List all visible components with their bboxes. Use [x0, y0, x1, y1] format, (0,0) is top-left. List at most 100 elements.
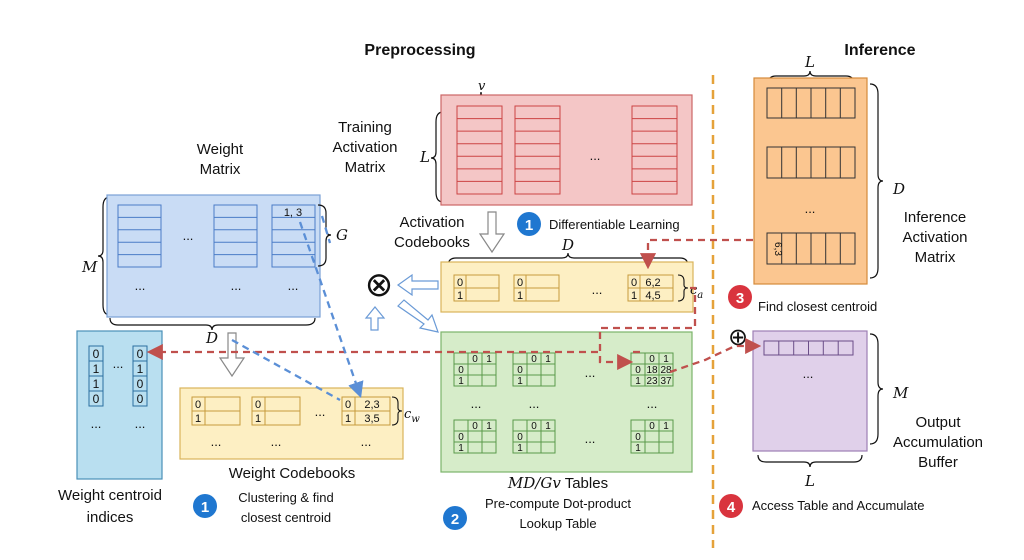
t6-col0: 0: [649, 421, 655, 432]
step-4-badge: [719, 494, 743, 518]
t4-col0: 0: [472, 421, 478, 432]
output-accumulation-buffer: ⊕ ... M Output Accumulation Buffer L: [728, 324, 983, 490]
step-1-learning: 1 Differentiable Learning: [517, 212, 680, 236]
w-cb3-idx0: 0: [345, 399, 351, 411]
weight-cluster-link: [231, 338, 341, 402]
indices-box: [76, 330, 163, 480]
weight-codebook-grids: [191, 396, 391, 426]
act-cb3-idx0: 0: [631, 277, 637, 289]
inference-dim-L: L: [804, 53, 815, 71]
step-3-text: Find closest centroid: [758, 299, 877, 314]
t5-row0: 0: [517, 432, 523, 443]
act-codebooks-brace-D: [447, 252, 689, 267]
inference-heading: Inference: [844, 42, 915, 59]
t4-row0: 0: [458, 432, 464, 443]
step-3-badge: [728, 285, 752, 309]
act-codebooks-sub-a: a: [697, 290, 703, 301]
inference-brace-L: [767, 70, 855, 85]
inference-cell-value: 6,3: [772, 242, 783, 256]
training-title-line1: Training: [338, 119, 392, 136]
otimes-to-tables-arrow: [397, 299, 439, 333]
weight-to-codebook-arrow: [218, 332, 246, 378]
table-value-0: 18: [646, 365, 658, 376]
inference-title-line3: Matrix: [915, 249, 956, 266]
weight-matrix: Weight Matrix M 1, 3 ... ... ... ... G D: [81, 141, 348, 347]
weight-codebooks-sub-c: c: [404, 407, 412, 422]
act-cb3-idx1: 1: [631, 290, 637, 302]
t6-col1: 1: [663, 421, 669, 432]
step-1-learning-text: Differentiable Learning: [549, 217, 680, 232]
t1-col0: 0: [472, 354, 478, 365]
act-codebook-grids: [453, 274, 674, 302]
tables-ellipsis-4: ...: [529, 396, 540, 411]
weight-to-weight-codebook-arrow: [298, 221, 364, 399]
weight-brace-D: [109, 317, 316, 331]
indices-ellipsis-1: ...: [113, 356, 124, 371]
training-ellipsis: ...: [590, 148, 601, 163]
indices-ellipsis-2: ...: [91, 416, 102, 431]
t6-row0: 0: [635, 432, 641, 443]
output-title-line3: Buffer: [918, 454, 958, 471]
tables-step-line2: Lookup Table: [519, 516, 596, 531]
output-buffer-ellipsis: ...: [803, 366, 814, 381]
weight-codebooks-brace-cw: [391, 396, 403, 426]
otimes-icon: ⊗: [365, 266, 394, 304]
oplus-icon: ⊕: [728, 324, 748, 351]
idx-c2-r0: 0: [137, 347, 144, 361]
weight-brace-G: [317, 204, 332, 267]
w-cb1-idx1: 1: [195, 413, 201, 425]
act-cb1-idx0: 0: [457, 277, 463, 289]
t3-col1: 1: [663, 354, 669, 365]
w-cb2-idx0: 0: [255, 399, 261, 411]
idx-c2-r3: 0: [137, 392, 144, 406]
t1-row1: 1: [458, 376, 464, 387]
weight-dim-D: D: [205, 329, 218, 347]
t5-row1: 1: [517, 443, 523, 454]
weight-centroid-indices: 0 1 1 0 0 1 0 0 ... ... ... Weight centr…: [58, 330, 163, 526]
output-title-line2: Accumulation: [893, 434, 983, 451]
output-buffer-row: [763, 340, 854, 356]
w-cb1-idx0: 0: [195, 399, 201, 411]
idx-c2-r2: 0: [137, 377, 144, 391]
weight-columns: [117, 204, 316, 268]
tables-ellipsis-1: ...: [585, 365, 596, 380]
act-codebooks-sub-c: c: [690, 283, 698, 298]
weight-codebooks-sub: cw: [404, 407, 420, 425]
weight-cell-link: [320, 215, 332, 244]
tables-box: [440, 331, 693, 473]
w-cb2-idx1: 1: [255, 413, 261, 425]
step-1-learning-num: 1: [525, 217, 533, 234]
activation-codebooks: Activation Codebooks D 0 1 0 1 0 1 6,2 4…: [394, 214, 703, 313]
weight-ellipsis-b1: ...: [135, 278, 146, 293]
weight-brace-M: [97, 196, 111, 316]
output-dim-M: M: [892, 384, 909, 402]
weight-codebooks-ellipsis-3: ...: [271, 434, 282, 449]
step-1-clustering: 1 Clustering & find closest centroid: [193, 490, 334, 525]
weight-title-line2: Matrix: [200, 161, 241, 178]
table-value-3: 37: [660, 376, 672, 387]
act-codebooks-dim-D: D: [561, 236, 574, 254]
weight-codebook-value-1: 3,5: [364, 413, 379, 425]
t3-col0: 0: [649, 354, 655, 365]
weight-codebooks-title: Weight Codebooks: [229, 465, 355, 482]
tables-ellipsis-2: ...: [585, 431, 596, 446]
t3-row1: 1: [635, 376, 641, 387]
step-2-precompute: 2: [443, 506, 467, 530]
weight-codebooks: 0 1 0 1 0 1 2,3 3,5 ... ... ... ... cw W…: [179, 387, 420, 482]
weight-codebook-indices: 0 1 0 1 0 1: [195, 399, 351, 425]
inference-rows: [766, 87, 856, 265]
output-dim-L: L: [804, 472, 815, 490]
training-title-line3: Matrix: [345, 159, 386, 176]
act-codebooks-title-line1: Activation: [399, 214, 464, 231]
indices-values: 0 1 1 0 0 1 0 0: [93, 347, 144, 406]
tables-title-math: MD/Gv: [507, 474, 561, 492]
inference-ellipsis: ...: [805, 201, 816, 216]
t5-col1: 1: [545, 421, 551, 432]
act-cb2-idx1: 1: [517, 290, 523, 302]
tables-ellipsis-5: ...: [647, 396, 658, 411]
act-codebook-value-0: 6,2: [645, 277, 660, 289]
inference-title-line1: Inference: [904, 209, 967, 226]
